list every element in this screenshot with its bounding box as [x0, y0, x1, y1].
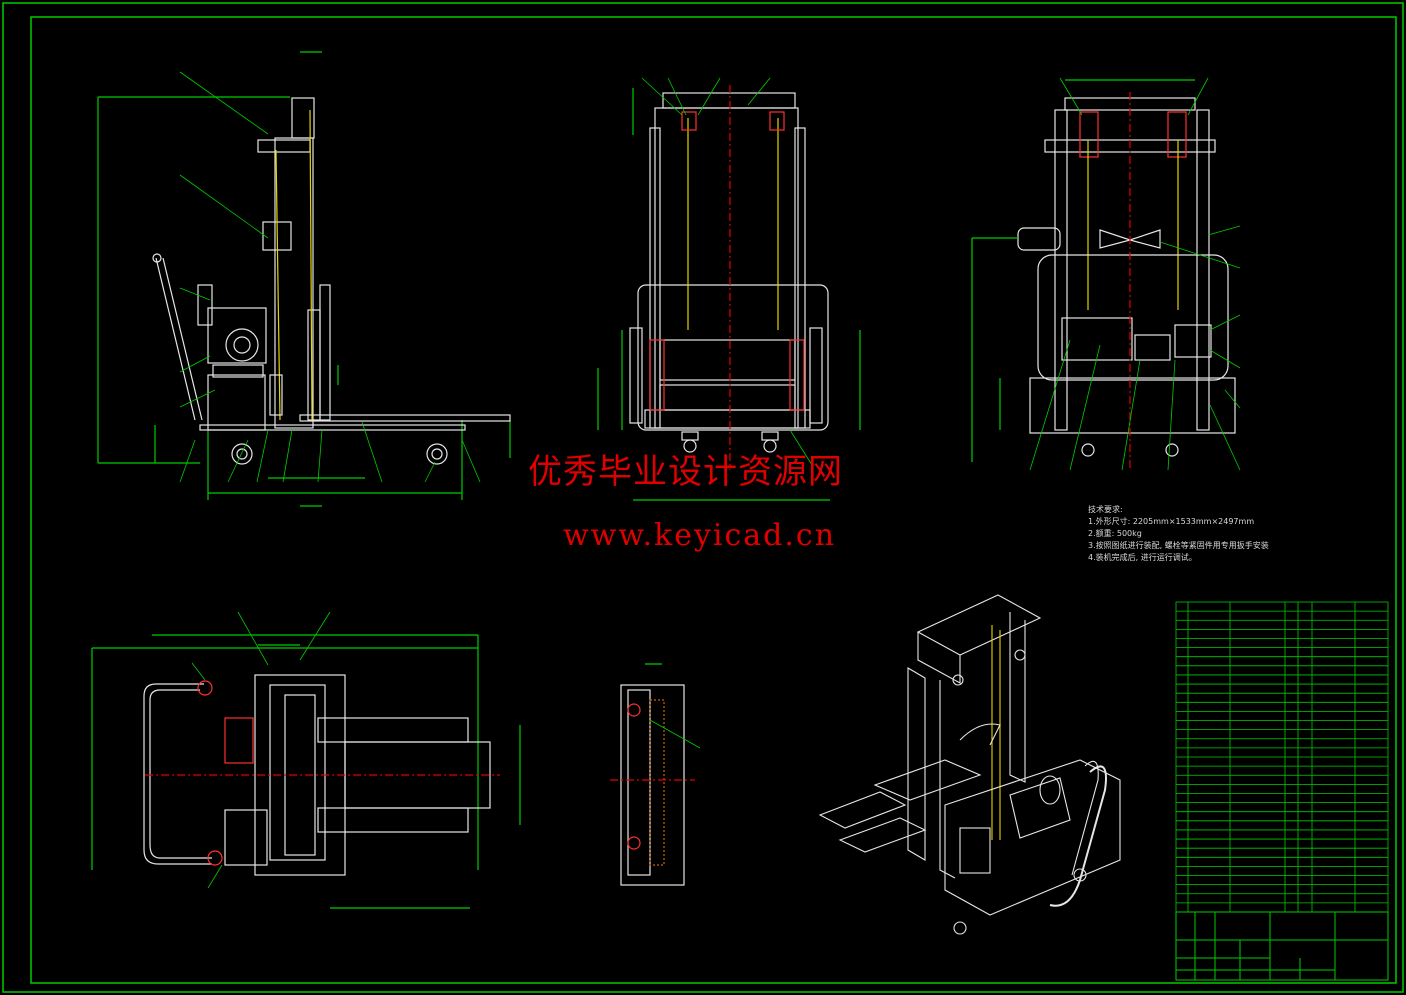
side-view	[97, 51, 511, 507]
technical-requirements: 技术要求: 1.外形尺寸: 2205mm×1533mm×2497mm 2.额重:…	[1088, 504, 1269, 564]
technical-requirement-3: 3.按照图纸进行装配, 螺栓等紧固件用专用扳手安装	[1088, 541, 1269, 550]
bill-of-materials-table	[1175, 601, 1389, 913]
top-view	[91, 611, 521, 909]
title-block	[1175, 911, 1389, 981]
inner-border	[30, 16, 1397, 984]
watermark-title: 优秀毕业设计资源网	[528, 452, 843, 492]
technical-requirement-2: 2.额重: 500kg	[1088, 529, 1142, 538]
technical-requirement-4: 4.装机完成后, 进行运行调试。	[1088, 553, 1197, 562]
isometric-view	[818, 594, 1121, 935]
rear-view	[971, 77, 1241, 471]
technical-requirement-1: 1.外形尺寸: 2205mm×1533mm×2497mm	[1088, 517, 1255, 526]
front-view	[597, 77, 861, 501]
section-view	[610, 663, 701, 886]
technical-requirements-heading: 技术要求:	[1088, 505, 1123, 514]
watermark-url: www.keyicad.cn	[563, 518, 837, 553]
